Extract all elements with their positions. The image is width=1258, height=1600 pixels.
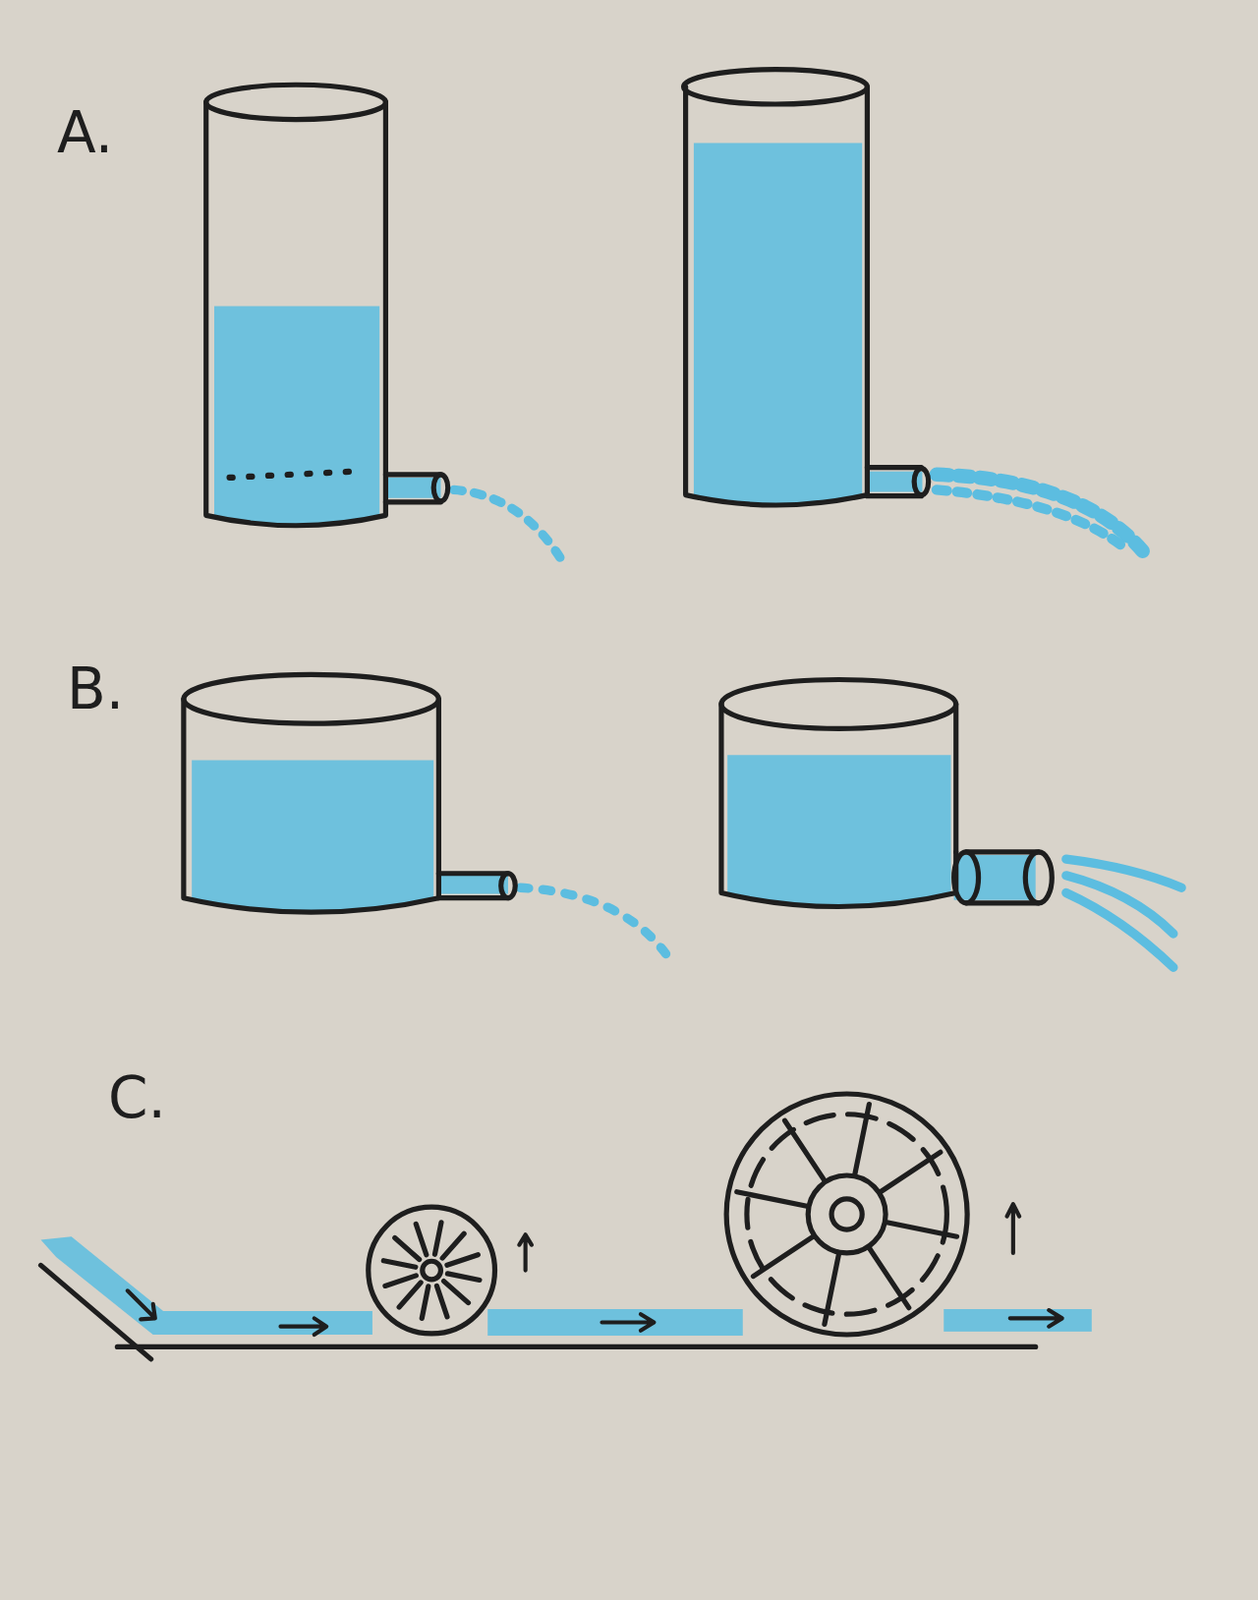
- wheel-spoke: [447, 1273, 479, 1281]
- water-stream: [943, 1309, 1092, 1332]
- section-letter: C.: [108, 1069, 167, 1127]
- wheel-spoke: [415, 1223, 427, 1255]
- water-jet: [936, 489, 1123, 546]
- wheel-spoke: [737, 1192, 807, 1207]
- flow-arrow: [127, 1203, 1063, 1335]
- water-jet: [454, 489, 562, 560]
- wheel-spoke: [880, 1151, 941, 1192]
- water-jet: [1066, 892, 1174, 968]
- wheel-spoke: [434, 1222, 442, 1255]
- wheel-spoke: [421, 1286, 429, 1318]
- wheel-spoke: [869, 1248, 910, 1309]
- wide-tank: [183, 674, 515, 913]
- wheel-spoke: [442, 1233, 464, 1258]
- water-stream: [487, 1309, 744, 1336]
- tall-tank: [684, 69, 929, 506]
- section-letter: A.: [57, 104, 114, 162]
- wheel-spoke: [385, 1275, 416, 1287]
- wheel-spoke: [447, 1255, 478, 1266]
- wheel-spoke: [436, 1285, 448, 1316]
- tall-tank: [206, 84, 449, 525]
- wide-tank: [721, 680, 1052, 908]
- large-water-wheel: [726, 1093, 968, 1335]
- wheel-spoke: [399, 1282, 421, 1308]
- water-jet: [519, 887, 669, 958]
- water: [693, 142, 862, 504]
- water-jet: [936, 474, 1144, 552]
- water-stream: [41, 1236, 373, 1335]
- wheel-spoke: [886, 1222, 957, 1238]
- wheel-spoke: [752, 1236, 813, 1276]
- section-letter: B.: [66, 660, 124, 718]
- wheel-spoke: [785, 1120, 825, 1181]
- water: [436, 875, 509, 895]
- wheel-spoke: [855, 1104, 870, 1175]
- small-water-wheel: [368, 1206, 496, 1334]
- wheel-spoke: [395, 1238, 420, 1260]
- water: [191, 760, 434, 912]
- wheel-spoke: [824, 1254, 840, 1324]
- water: [214, 306, 380, 525]
- ramp: [41, 1264, 152, 1360]
- wheel-spoke: [444, 1281, 469, 1304]
- wheel-spoke: [383, 1260, 415, 1268]
- water: [727, 754, 951, 906]
- ground: [116, 1344, 1035, 1350]
